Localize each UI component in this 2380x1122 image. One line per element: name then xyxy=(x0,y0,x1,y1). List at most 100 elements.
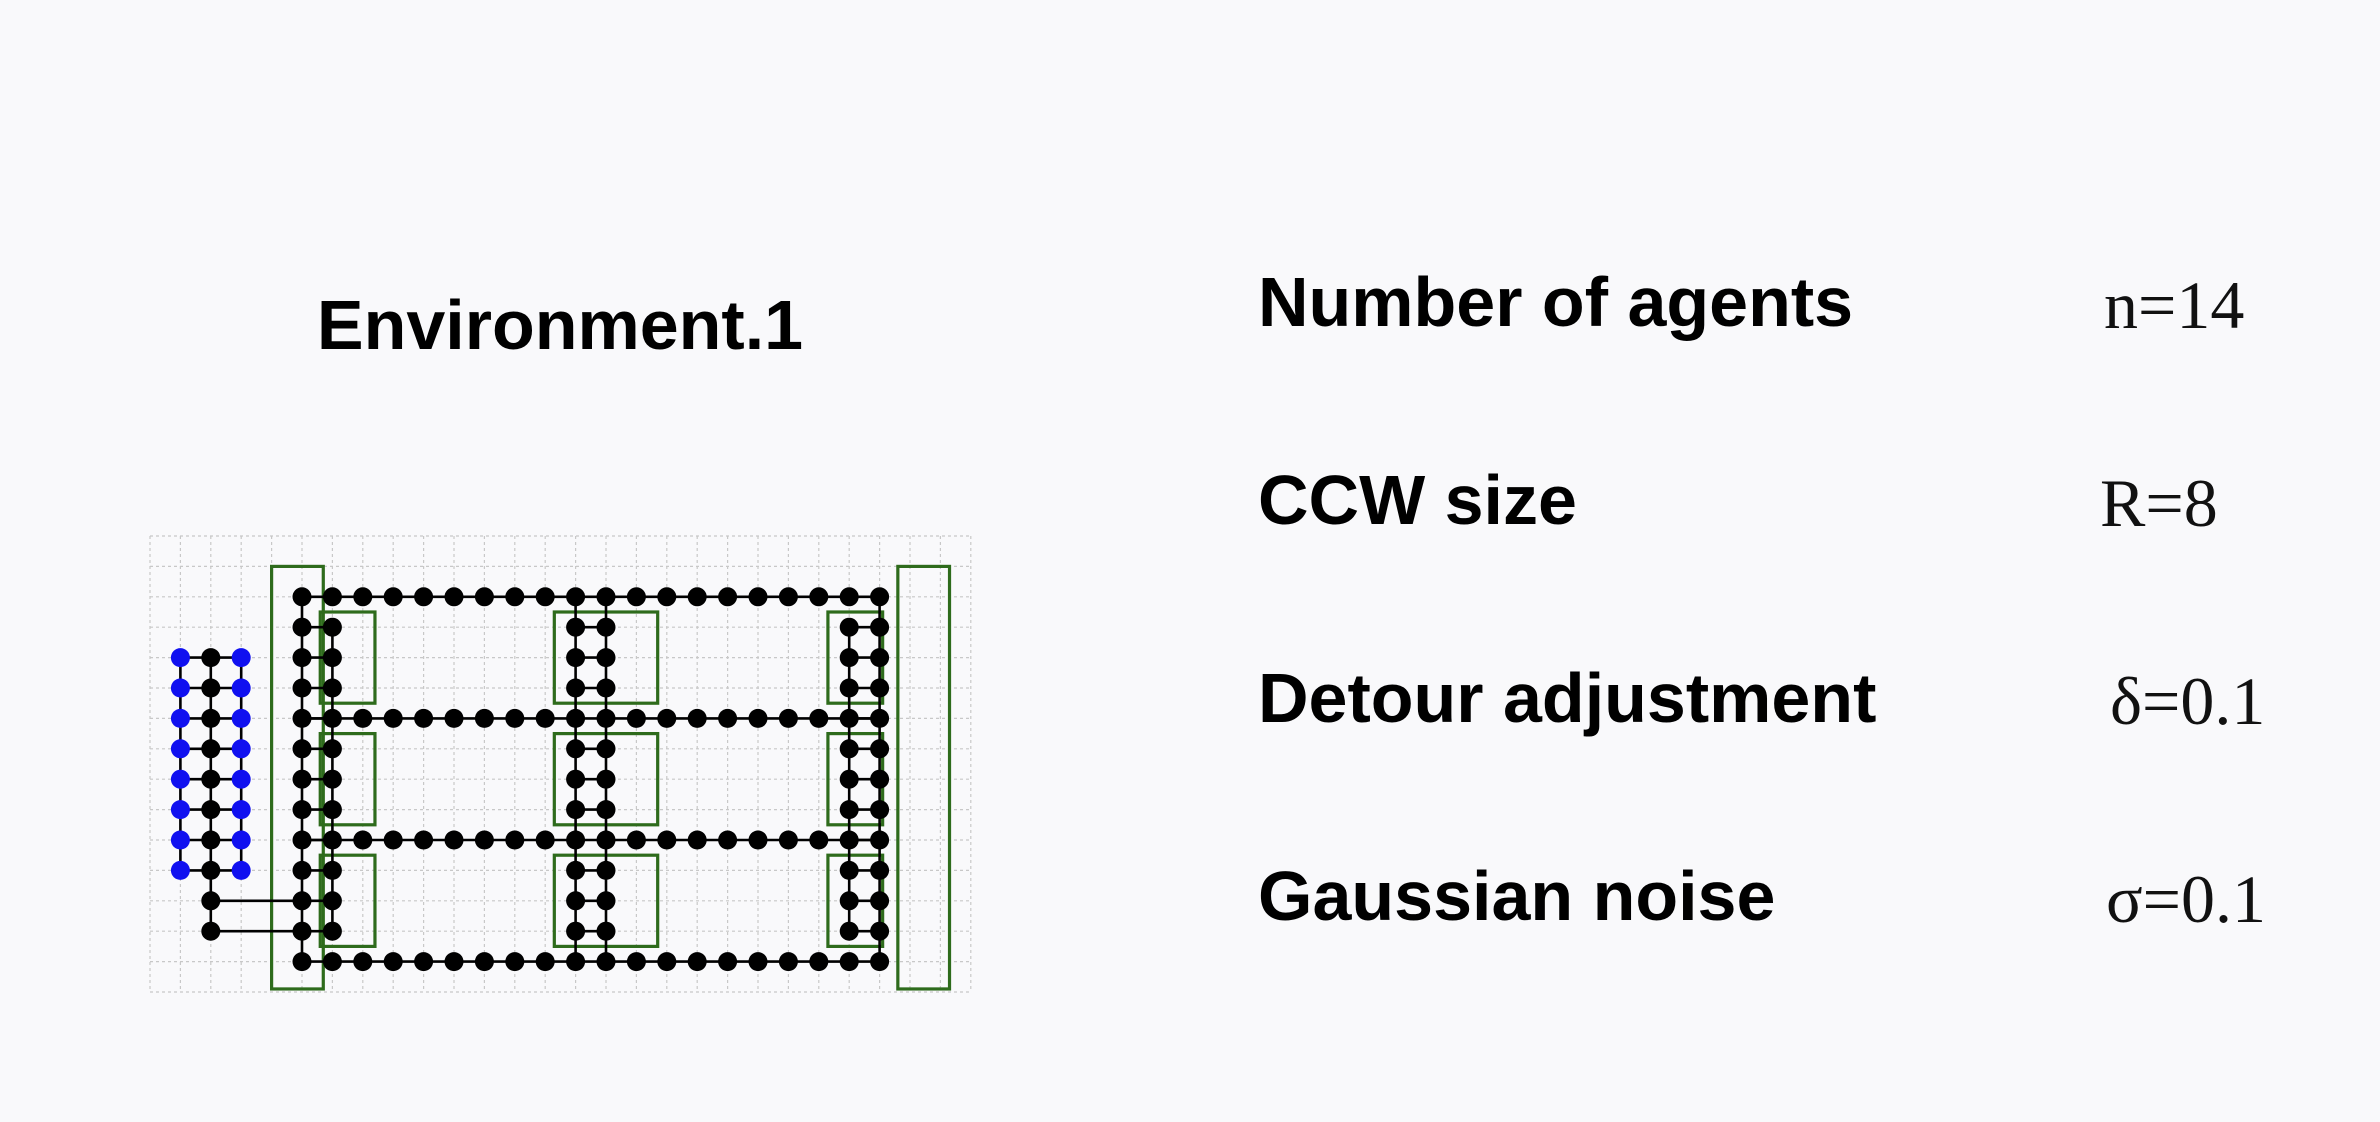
agent-node xyxy=(687,952,707,972)
agent-node xyxy=(201,678,221,698)
agent-node xyxy=(566,617,586,637)
agent-node xyxy=(505,587,525,607)
agent-node xyxy=(322,860,342,880)
agent-node xyxy=(657,587,677,607)
start-agent-node xyxy=(231,769,251,789)
agent-node xyxy=(322,739,342,759)
agent-node xyxy=(505,708,525,728)
agent-node xyxy=(596,860,616,880)
agent-node xyxy=(505,830,525,850)
agent-node xyxy=(322,891,342,911)
agent-node xyxy=(414,830,434,850)
agent-node xyxy=(201,769,221,789)
agent-node xyxy=(566,830,586,850)
agent-node xyxy=(201,921,221,941)
agent-node xyxy=(444,708,464,728)
start-agent-node xyxy=(170,830,190,850)
agent-node xyxy=(718,708,738,728)
agent-node xyxy=(839,800,859,820)
agent-node xyxy=(201,708,221,728)
agent-node xyxy=(201,648,221,668)
agent-node xyxy=(718,830,738,850)
agent-node xyxy=(444,830,464,850)
agent-node xyxy=(596,708,616,728)
agent-node xyxy=(778,587,798,607)
start-agent-node xyxy=(170,739,190,759)
agent-node xyxy=(778,830,798,850)
agent-node xyxy=(292,921,312,941)
agent-node xyxy=(839,830,859,850)
agent-node xyxy=(566,708,586,728)
agent-node xyxy=(839,769,859,789)
start-agent-node xyxy=(170,678,190,698)
agent-node xyxy=(870,891,890,911)
agent-node xyxy=(535,587,555,607)
agent-node xyxy=(626,952,646,972)
agent-node xyxy=(353,830,373,850)
agent-node xyxy=(687,708,707,728)
agent-node xyxy=(870,648,890,668)
agent-node xyxy=(626,830,646,850)
agent-node xyxy=(383,952,403,972)
agent-node xyxy=(566,648,586,668)
agent-node xyxy=(596,648,616,668)
agent-node xyxy=(839,587,859,607)
agent-node xyxy=(566,860,586,880)
environment-title: Environment.1 xyxy=(316,286,804,364)
agent-node xyxy=(596,952,616,972)
agent-node xyxy=(566,678,586,698)
agent-node xyxy=(748,952,768,972)
agent-node xyxy=(596,921,616,941)
start-agent-node xyxy=(231,708,251,728)
start-agent-node xyxy=(231,739,251,759)
agent-node xyxy=(596,739,616,759)
agent-node xyxy=(687,587,707,607)
start-agent-node xyxy=(170,769,190,789)
agent-node xyxy=(870,678,890,698)
agent-node xyxy=(839,739,859,759)
agent-node xyxy=(596,617,616,637)
agent-node xyxy=(505,952,525,972)
agent-node xyxy=(201,860,221,880)
agent-node xyxy=(839,921,859,941)
param-label-noise: Gaussian noise xyxy=(1258,857,1776,935)
agent-node xyxy=(322,617,342,637)
agent-node xyxy=(292,891,312,911)
start-agent-node xyxy=(231,800,251,820)
agent-node xyxy=(870,921,890,941)
agent-node xyxy=(566,952,586,972)
agent-node xyxy=(870,952,890,972)
agent-node xyxy=(566,769,586,789)
agent-node xyxy=(322,587,342,607)
agent-node xyxy=(839,708,859,728)
agent-node xyxy=(870,587,890,607)
agent-node xyxy=(474,952,494,972)
agent-node xyxy=(778,952,798,972)
agent-node xyxy=(292,708,312,728)
agent-node xyxy=(414,952,434,972)
agent-node xyxy=(778,708,798,728)
agent-node xyxy=(292,860,312,880)
agent-node xyxy=(322,708,342,728)
region-boxes xyxy=(270,564,952,991)
agent-node xyxy=(292,800,312,820)
agent-node xyxy=(748,830,768,850)
agent-node xyxy=(718,952,738,972)
agent-nodes xyxy=(170,587,890,972)
environment-diagram xyxy=(149,535,972,993)
region-box-right-tall xyxy=(896,564,952,991)
agent-node xyxy=(566,800,586,820)
agent-node xyxy=(870,739,890,759)
agent-node xyxy=(748,708,768,728)
param-label-ccw: CCW size xyxy=(1258,461,1577,539)
param-value-detour: δ=0.1 xyxy=(2110,663,2266,739)
start-agent-node xyxy=(170,648,190,668)
agent-node xyxy=(353,952,373,972)
agent-node xyxy=(383,708,403,728)
agent-node xyxy=(201,830,221,850)
agent-node xyxy=(870,830,890,850)
start-agent-node xyxy=(231,678,251,698)
agent-node xyxy=(292,678,312,698)
agent-node xyxy=(870,860,890,880)
agent-node xyxy=(566,891,586,911)
